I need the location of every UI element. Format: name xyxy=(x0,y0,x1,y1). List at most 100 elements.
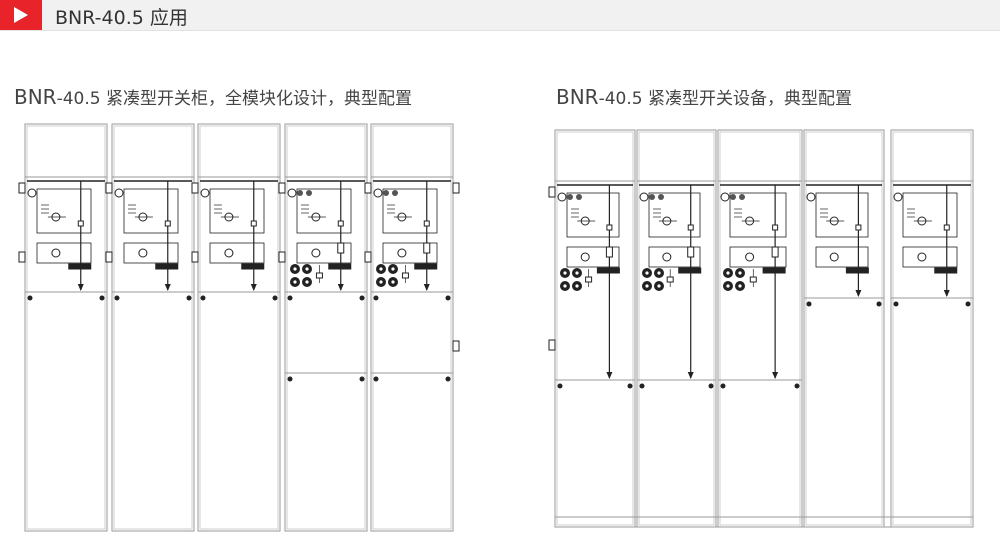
panel-inner-frame xyxy=(892,131,972,526)
indicator-gauge xyxy=(287,188,297,198)
fuse-center xyxy=(575,284,579,288)
switch-contact xyxy=(250,220,257,227)
indicator-lamp xyxy=(730,194,736,200)
panel-frame xyxy=(554,129,636,528)
left-panel-5 xyxy=(364,123,454,532)
left-panel-1 xyxy=(18,123,108,532)
mechanism-window xyxy=(902,246,958,268)
side-handle xyxy=(364,251,372,263)
fixing-dot xyxy=(27,295,33,301)
left-right-handles xyxy=(452,182,460,352)
section-title: BNR-40.5 应用 xyxy=(55,7,188,29)
cable-terminal-bar xyxy=(845,267,869,274)
indicator-gauge xyxy=(373,188,383,198)
fixing-dot xyxy=(287,376,293,382)
fixing-dot xyxy=(99,295,105,301)
control-window xyxy=(815,192,869,238)
fuse-center xyxy=(726,284,730,288)
fixing-dot xyxy=(627,383,633,389)
fuse-center xyxy=(379,280,383,284)
fixing-dot xyxy=(965,301,971,307)
switch-contact xyxy=(164,220,171,227)
control-window xyxy=(729,192,787,238)
arrow-head xyxy=(423,284,430,291)
control-window xyxy=(36,188,92,234)
mechanism-handle xyxy=(224,248,234,258)
switch-contact xyxy=(855,224,862,231)
side-handle xyxy=(364,182,372,194)
mechanism-handle xyxy=(397,248,407,258)
right-panel-5 xyxy=(890,129,974,528)
fuse-center xyxy=(563,271,567,275)
control-window xyxy=(296,188,352,234)
indicator-lamp xyxy=(383,190,389,196)
fixing-dot xyxy=(806,301,812,307)
fuse-center xyxy=(738,271,742,275)
fuse-center xyxy=(391,267,395,271)
switch-contact xyxy=(423,220,430,227)
panel-frame xyxy=(284,123,368,532)
control-window xyxy=(648,192,701,238)
side-handle xyxy=(191,251,199,263)
mechanism-window xyxy=(36,242,92,264)
panel-frame xyxy=(370,123,454,532)
panel-frame xyxy=(197,123,281,532)
side-handle xyxy=(452,182,460,194)
fuse-center xyxy=(563,284,567,288)
current-transformer xyxy=(423,242,431,254)
fuse-center xyxy=(726,271,730,275)
control-window xyxy=(123,188,179,234)
side-handle xyxy=(278,182,286,194)
side-handle xyxy=(105,251,113,263)
indicator-lamp xyxy=(567,194,573,200)
indicator-lamp xyxy=(576,194,582,200)
indicator-gauge xyxy=(557,192,567,202)
fixing-dot xyxy=(639,383,645,389)
left-caption-prefix: BNR xyxy=(14,85,57,109)
vt-box xyxy=(401,272,409,279)
side-handle xyxy=(452,340,460,352)
arrow-head xyxy=(772,372,779,379)
arrow-head xyxy=(164,284,171,291)
switch-contact xyxy=(687,224,694,231)
side-handle xyxy=(18,251,26,263)
panel-frame xyxy=(111,123,195,532)
cable-terminal-bar xyxy=(155,263,179,270)
control-window xyxy=(566,192,620,238)
fixing-dot xyxy=(720,383,726,389)
indicator-gauge xyxy=(639,192,649,202)
fixing-dot xyxy=(445,376,451,382)
cable-terminal-bar xyxy=(328,263,352,270)
panel-inner-frame xyxy=(638,131,715,526)
mechanism-handle xyxy=(917,252,927,262)
mechanism-handle xyxy=(745,252,755,262)
side-handle xyxy=(548,186,556,198)
left-panel-4 xyxy=(278,123,368,532)
switch-contact xyxy=(337,220,344,227)
right-diagram-caption: BNR-40.5 紧凑型开关设备，典型配置 xyxy=(556,84,852,109)
side-handle xyxy=(278,251,286,263)
cable-terminal-bar xyxy=(762,267,786,274)
mechanism-handle xyxy=(829,252,839,262)
fixing-dot xyxy=(794,383,800,389)
arrow-head xyxy=(250,284,257,291)
left-diagram-caption: BNR-40.5 紧凑型开关柜，全模块化设计，典型配置 xyxy=(14,84,412,109)
mechanism-window xyxy=(648,246,701,268)
vt-box xyxy=(585,276,593,283)
fuse-center xyxy=(305,267,309,271)
fuse-center xyxy=(575,271,579,275)
header-marker xyxy=(0,0,42,30)
mechanism-handle xyxy=(138,248,148,258)
mechanism-window xyxy=(815,246,869,268)
panel-inner-frame xyxy=(372,125,452,530)
panel-inner-frame xyxy=(805,131,883,526)
fuse-center xyxy=(305,280,309,284)
fixing-dot xyxy=(200,295,206,301)
fixing-dot xyxy=(373,376,379,382)
panel-inner-frame xyxy=(286,125,366,530)
current-transformer xyxy=(687,246,695,258)
panel-inner-frame xyxy=(113,125,193,530)
cable-terminal-bar xyxy=(934,267,958,274)
fixing-dot xyxy=(287,295,293,301)
arrow-head xyxy=(855,290,862,297)
